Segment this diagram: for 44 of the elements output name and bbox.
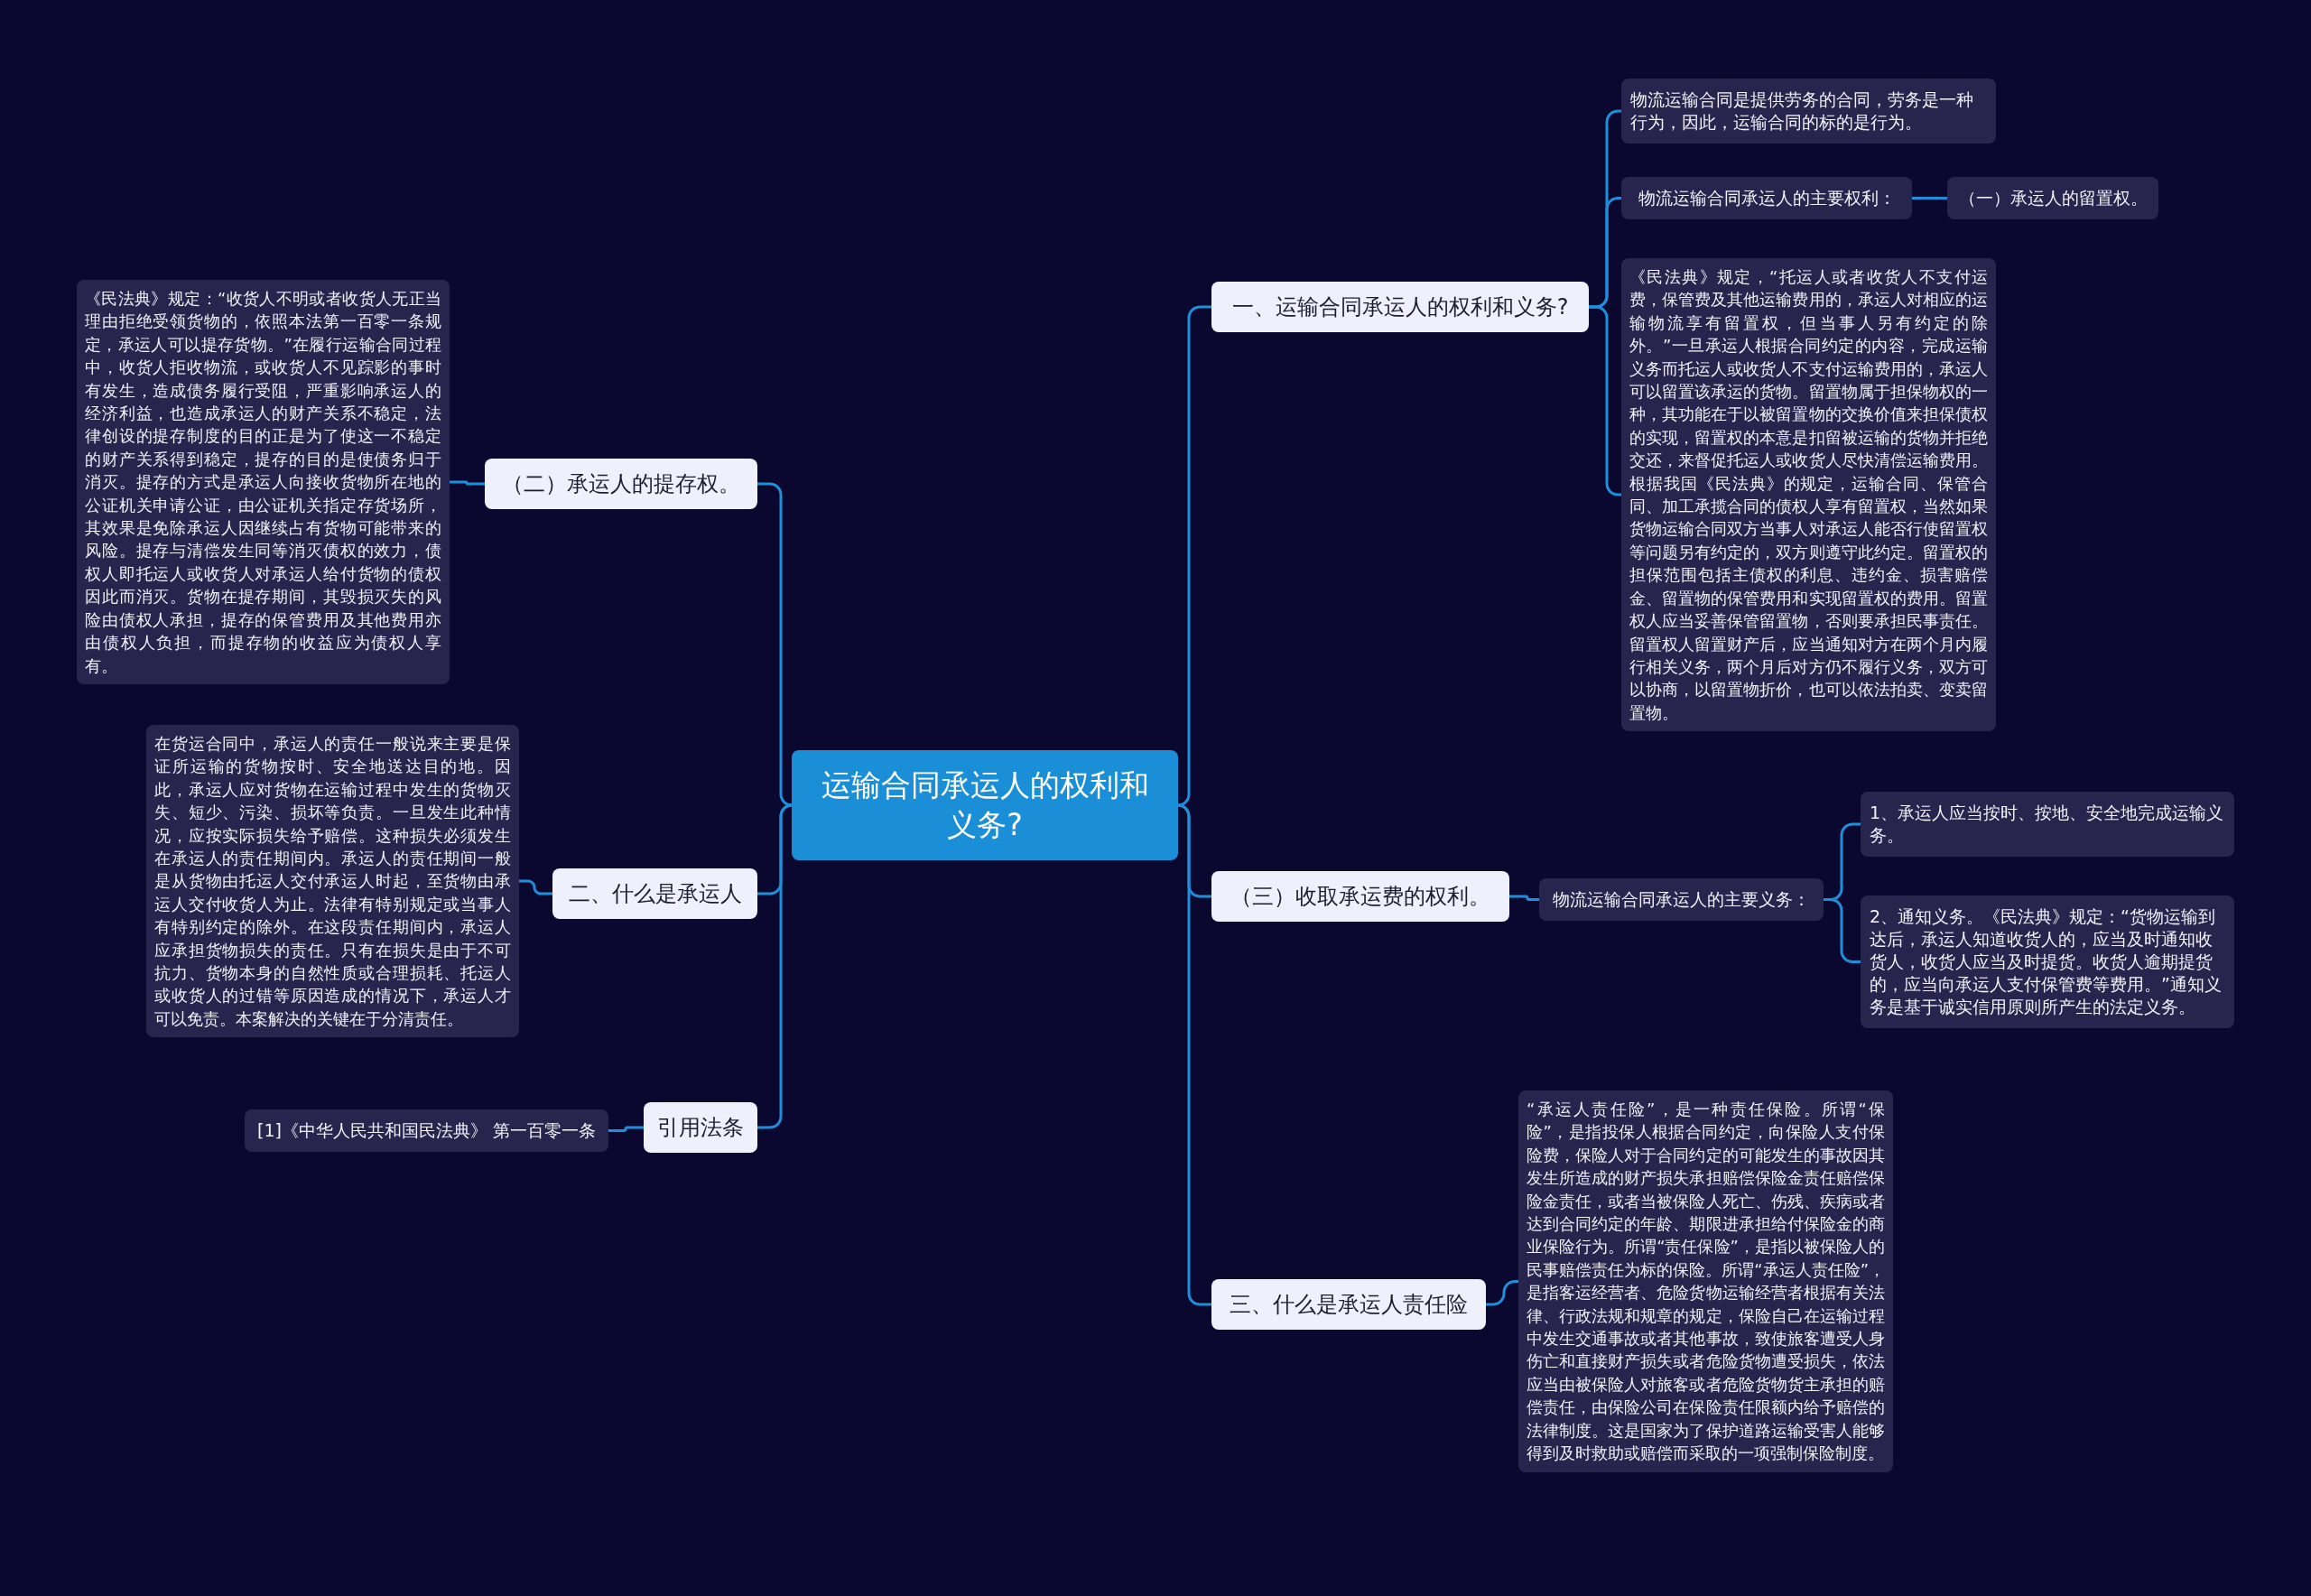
- topic-box: [1211, 871, 1509, 922]
- topic-text: 1、承运人应当按时、按地、安全地完成运输义务。: [1870, 802, 2225, 847]
- subtopic-box: [1947, 177, 2158, 219]
- topic-box: [644, 1102, 757, 1153]
- subtopic-box: [1539, 878, 1824, 921]
- topic-text: 《民法典》规定：“收货人不明或者收货人无正当理由拒绝受领货物的，依照本法第一百零一条规定，承运人可以提存货物。”在履行运输合同过程中，收货人拒收物流，或收货人不见踪影的事时有发生，造成债务履行受阻，严重影响承运人的经济利益，也造成承运人的财产关系不稳定，法律创设的提存制度的目的正是为了使这一不稳定的财产关系得到稳定，提存的目的是使债务归于消灭。提存的方式是承运人向接收货物所在地的公证机关申请公证，由公证机关指定存货场所，其效果是免除承运人因继续占有货物可能带来的风险。提存与清偿发生同等消灭债权的效力，债权人即托运人或收货人对承运人给付货物的债权因此而消灭。货物在提存期间，其毁损灭失的风险由债权人承担，提存的保管费用及其他费用亦由债权人负担，而提存物的收益应为债权人享有。: [85, 288, 441, 677]
- topic-text: [1]《中华人民共和国民法典》 第一百零一条: [256, 1119, 597, 1142]
- connector-line: [757, 803, 794, 1129]
- topic-box: [485, 459, 757, 509]
- subtopic-box: [245, 1109, 608, 1152]
- topic-text: （一）承运人的留置权。: [1957, 187, 2149, 209]
- connector-line: [1824, 898, 1861, 963]
- connector-line: [1486, 1280, 1518, 1306]
- topic-text: 物流运输合同是提供劳务的合同，劳务是一种行为，因此，运输合同的标的是行为。: [1630, 88, 1974, 134]
- connector-line: [1509, 895, 1539, 901]
- central-topic-box: [792, 750, 1178, 860]
- connector-line: [1176, 803, 1211, 1306]
- connector-line: [757, 482, 794, 807]
- topic-text: 引用法条: [656, 1114, 745, 1141]
- topic-text: 在货运合同中，承运人的责任一般说来主要是保证所运输的货物按时、安全地送达目的地。因此，承运人应对货物在运输过程中发生的货物灭失、短少、污染、损坏等负责。一旦发生此种情况，应按实际损失给予赔偿。这种损失必须发生在承运人的责任期间内。承运人的责任期间一般是从货物由托运人交付承运人时起，至货物由承运人交付收货人为止。法律有特别规定或当事人有特别约定的除外。在这段责任期间内，承运人应承担货物损失的责任。只有在损失是由于不可抗力、货物本身的自然性质或合理损耗、托运人或收货人的过错等原因造成的情况下，承运人才可以免责。本案解决的关键在于分清责任。: [154, 733, 511, 1030]
- topic-text: 三、什么是承运人责任险: [1229, 1291, 1469, 1318]
- topic-text: 2、通知义务。《民法典》规定：“货物运输到达后，承运人知道收货人的，应当及时通知收货人，收货人应当及时提货。收货人逾期提货的，应当向承运人支付保管费等费用。”通知义务是基于诚实信用原则所产生的法定义务。: [1870, 905, 2223, 1018]
- topic-text: “承运人责任险”，是一种责任保险。所谓“保险”，是指投保人根据合同约定，向保险人支付保险费，保险人对于合同约定的可能发生的事故因其发生所造成的财产损失承担赔偿保险金责任赔偿保险金责任，或者当被保险人死亡、伤残、疾病或者达到合同约定的年龄、期限进承担给付保险金的商业保险行为。所谓“责任保险”，是指以被保险人的民事赔偿责任为标的保险。所谓“承运人责任险”，是指客运经营者、危险货物运输经营者根据有关法律、行政法规和规章的规定，保险自己在运输过程中发生交通事故或者其他事故，致使旅客遭受人身伤亡和直接财产损失或者危险货物遭受损失，依法应当由被保险人对旅客或者危险货物货主承担的赔偿责任，由保险公司在保险责任限额内给予赔偿的法律制度。这是国家为了保护道路运输受害人能够得到及时救助或赔偿而采取的一项强制保险制度。: [1527, 1099, 1885, 1465]
- topic-text: 二、什么是承运人: [567, 880, 743, 907]
- topic-text: （二）承运人的提存权。: [501, 470, 741, 497]
- topic-box: [552, 868, 757, 919]
- topic-text: （三）收取承运费的权利。: [1230, 883, 1491, 910]
- topic-text: 运输合同承运人的权利和义务?: [820, 766, 1150, 844]
- topic-text: 物流运输合同承运人的主要义务：: [1552, 888, 1811, 911]
- connector-line: [1912, 197, 1947, 200]
- connector-line: [450, 480, 485, 486]
- subtopic-box: [1621, 177, 1912, 219]
- topic-box: [1211, 1279, 1486, 1330]
- subtopic-box: [1861, 895, 2234, 1028]
- topic-text: 一、运输合同承运人的权利和义务?: [1230, 293, 1570, 320]
- connector-line: [608, 1126, 644, 1132]
- subtopic-box: [1861, 792, 2234, 857]
- topic-text: 物流运输合同承运人的主要权利：: [1637, 187, 1897, 209]
- topic-box: [1211, 282, 1589, 332]
- connector-line: [1589, 305, 1621, 496]
- subtopic-box: [1621, 79, 1996, 144]
- topic-text: 《民法典》规定，“托运人或者收货人不支付运费，保管费及其他运输费用的，承运人对相应的运输物流享有留置权，但当事人另有约定的除外。”一旦承运人根据合同约定的内容，完成运输义务而托运人或收货人不支付运输费用的，承运人可以留置该承运的货物。留置物属于担保物权的一种，其功能在于以被留置物的交换价值来担保债权的实现，留置权的本意是扣留被运输的货物并拒绝交还，来督促托运人或收货人尽快清偿运输费用。根据我国《民法典》的规定，运输合同、保管合同、加工承揽合同的债权人享有留置权，当然如果货物运输合同双方当事人对承运人能否行使留置权等问题另有约定的，双方则遵守此约定。留置权的担保范围包括主债权的利息、违约金、损害赔偿金、留置物的保管费用和实现留置权的费用。留置权人应当妥善保管留置物，否则要承担民事责任。留置权人留置财产后，应当通知对方在两个月内履行相关义务，两个月后对方仍不履行义务，双方可以协商，以留置物折价，也可以依法拍卖、变卖留置物。: [1629, 266, 1988, 724]
- connector-line: [1176, 305, 1211, 807]
- connector-line: [519, 879, 552, 895]
